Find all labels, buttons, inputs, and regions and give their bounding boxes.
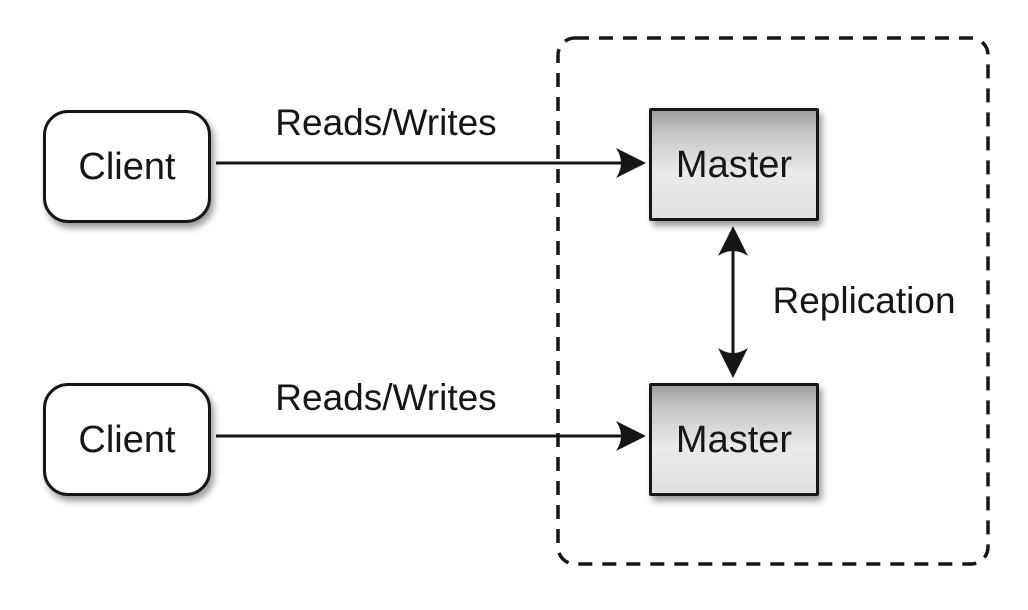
node-client-top: Client: [43, 110, 211, 223]
edge-label-replication: Replication: [772, 280, 956, 321]
node-master-top: Master: [649, 108, 819, 221]
edge-reads-writes-bottom: [216, 421, 646, 451]
node-master-bottom: Master: [649, 383, 819, 496]
arrowhead-down-icon: [718, 348, 748, 378]
node-client-bottom: Client: [43, 383, 211, 496]
edge-reads-writes-top: [216, 148, 646, 178]
node-client-top-label: Client: [78, 145, 176, 188]
arrowhead-right-icon: [616, 421, 646, 451]
replication-group-boundary: [556, 36, 990, 566]
edge-label-reads-writes-top: Reads/Writes: [275, 102, 497, 143]
arrowhead-right-icon: [616, 148, 646, 178]
arrowhead-up-icon: [718, 226, 748, 256]
node-master-bottom-label: Master: [675, 418, 793, 461]
edge-replication: [718, 226, 748, 378]
node-master-top-label: Master: [675, 143, 793, 186]
edge-label-reads-writes-bottom: Reads/Writes: [275, 377, 497, 418]
node-client-bottom-label: Client: [78, 418, 176, 461]
